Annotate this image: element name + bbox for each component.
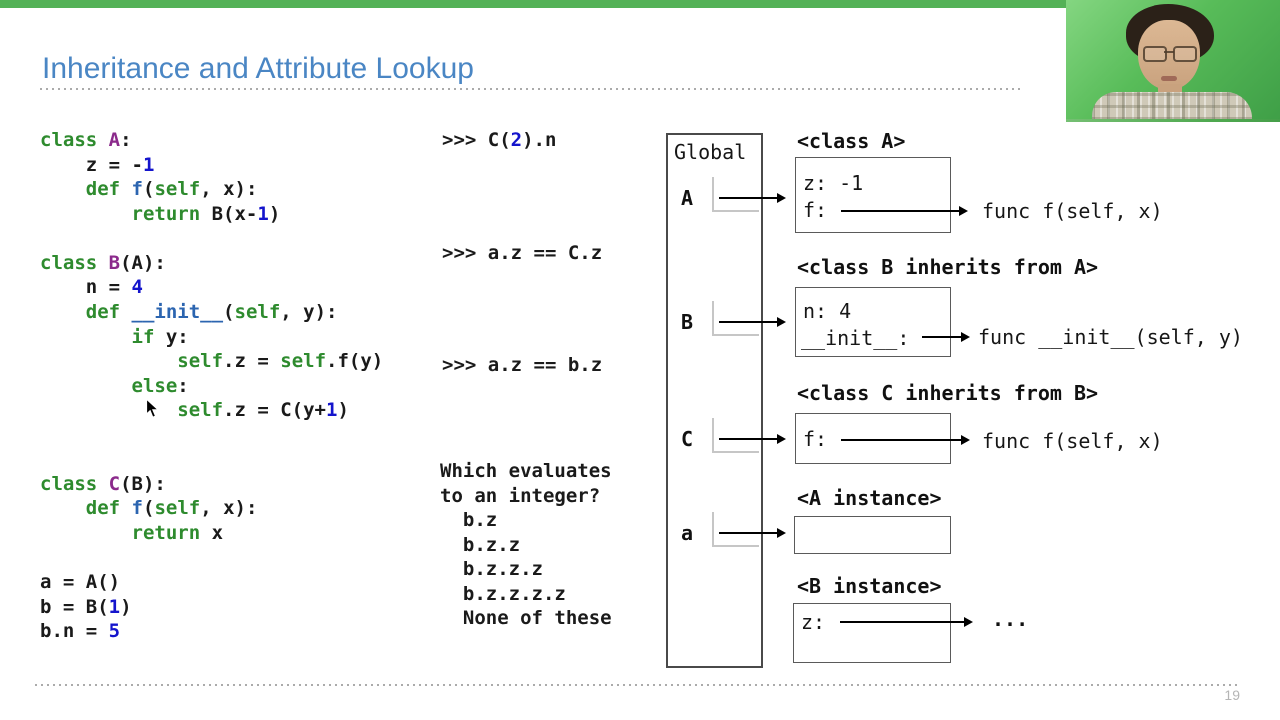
class-c-box (795, 413, 951, 464)
class-b-func-label: func __init__(self, y) (978, 325, 1243, 349)
b-instance-attr-z: z: (801, 610, 826, 634)
class-b-header: <class B inherits from A> (797, 255, 1099, 279)
repl-prompt-1: >>> C(2).n (442, 129, 557, 151)
class-b-box (795, 287, 951, 357)
class-c-func-arrow (841, 435, 970, 445)
binding-slot-C (712, 418, 759, 453)
instructor-shirt (1092, 92, 1252, 119)
class-c-func-label: func f(self, x) (982, 429, 1163, 453)
pointer-arrow-A (719, 193, 786, 203)
binding-slot-A (712, 177, 759, 212)
glasses-icon (1173, 46, 1197, 62)
page-number: 19 (1224, 687, 1240, 703)
class-a-box (795, 157, 951, 233)
python-code-block: class A: z = -1 def f(self, x): return B… (40, 129, 384, 643)
mouse-cursor-icon (145, 397, 160, 423)
b-instance-value-ellipsis: ... (992, 607, 1029, 631)
binding-name-A: A (681, 186, 694, 210)
class-a-header: <class A> (797, 129, 906, 153)
a-instance-box (794, 516, 951, 554)
class-c-header: <class C inherits from B> (797, 381, 1099, 405)
binding-slot-a (712, 512, 759, 547)
b-instance-value-arrow (840, 617, 973, 627)
class-b-attr-init: __init__: (801, 326, 910, 350)
pointer-arrow-a (719, 528, 786, 538)
class-b-func-arrow (922, 332, 970, 342)
class-b-attr-n: n: 4 (803, 299, 852, 323)
glasses-icon (1143, 46, 1167, 62)
global-frame-label: Global (674, 140, 747, 164)
title-underline (40, 88, 1022, 90)
glasses-bridge (1164, 51, 1174, 53)
pointer-arrow-C (719, 434, 786, 444)
bottom-divider (35, 684, 1237, 686)
a-instance-header: <A instance> (797, 486, 942, 510)
class-a-attr-f: f: (803, 198, 828, 222)
pointer-arrow-B (719, 317, 786, 327)
class-c-attr-f: f: (803, 427, 828, 451)
class-a-attr-z: z: -1 (803, 171, 864, 195)
binding-name-C: C (681, 427, 694, 451)
b-instance-header: <B instance> (797, 574, 942, 598)
binding-name-a: a (681, 521, 694, 545)
b-instance-box (793, 603, 951, 663)
instructor-mouth (1161, 76, 1177, 81)
binding-name-B: B (681, 310, 694, 334)
page-title: Inheritance and Attribute Lookup (42, 52, 474, 85)
class-a-func-label: func f(self, x) (982, 199, 1163, 223)
class-a-func-arrow (841, 206, 968, 216)
repl-prompt-2: >>> a.z == C.z (442, 242, 603, 264)
webcam-video (1066, 0, 1280, 122)
top-accent-bar (0, 0, 1280, 8)
repl-prompt-3: >>> a.z == b.z (442, 354, 603, 376)
binding-slot-B (712, 301, 759, 336)
global-frame (666, 133, 763, 668)
